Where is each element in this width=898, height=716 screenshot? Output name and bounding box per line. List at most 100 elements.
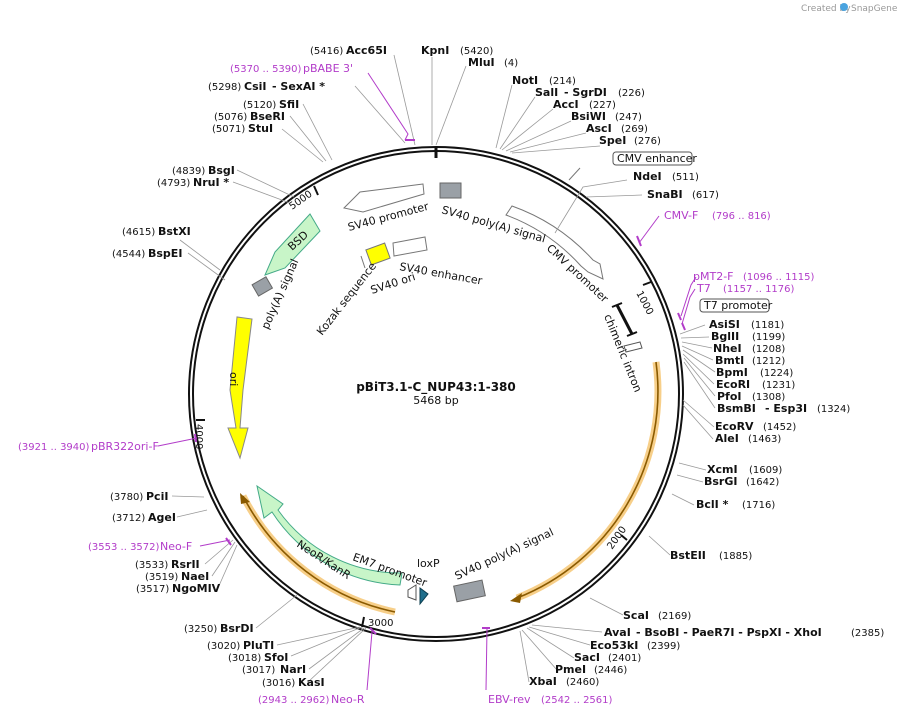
enzyme-pcii-pos: (3780) [110,492,143,503]
loxp-marker [419,587,429,606]
orf-arc-left [242,495,396,613]
ori-arrow [227,316,253,460]
enzyme-bsiwi: BsiWI [571,110,606,123]
enzyme-naei-pos: (3519) [145,572,178,583]
enzyme-alei-pos: (1463) [748,434,781,445]
primer-neo-f: Neo-F [160,540,192,553]
enzyme-agei-pos: (3712) [112,513,145,524]
enzyme-asci-pos: (269) [621,124,648,135]
enzyme-nhei: NheI [713,342,742,355]
primer-pbr322ori-f-range: (3921 .. 3940) [18,442,90,453]
primer-t7: T7 [696,282,711,295]
enzyme-xcmi: XcmI [707,463,738,476]
tick-3000: 3000 [368,618,393,629]
enzyme-snabi: SnaBI [647,188,683,201]
enzyme-snabi-pos: (617) [692,190,719,201]
enzyme-stui-pos: (5071) [212,124,245,135]
primer-pmt2-f-range: (1096 .. 1115) [743,272,815,283]
enzyme-avai-extra: - BsoBI - PaeR7I - PspXI - XhoI [636,626,822,639]
enzyme-eco53ki-pos: (2399) [647,641,680,652]
enzyme-kpni-pos: (5420) [460,46,493,57]
enzyme-labels: KpnI (5420) Acc65I (5416) MluI (4) NotI … [110,44,884,689]
t7-promoter-arrow [623,341,643,353]
orf-arc-right [516,361,659,599]
neor-kanr-arrow [256,484,403,586]
enzyme-pluti-pos: (3020) [207,641,240,652]
enzyme-saci: SacI [574,651,600,664]
tick-mark-3000 [361,616,365,628]
enzyme-sfii-pos: (5120) [243,100,276,111]
backbone [188,146,684,642]
em7-promoter-arrow [407,584,417,601]
enzyme-bstxi-pos: (4615) [122,227,155,238]
primer-neo-r-range: (2943 .. 2962) [258,695,330,706]
primer-ebv-rev: EBV-rev [488,693,531,706]
enzyme-bsteii: BstEII [670,549,706,562]
primer-labels: pBABE 3' (5370 .. 5390) CMV-F (796 .. 81… [18,62,815,706]
primer-t7-range: (1157 .. 1176) [723,284,795,295]
enzyme-pmei: PmeI [555,663,586,676]
enzyme-bsrdi: BsrDI [220,622,254,635]
enzyme-bpmi-pos: (1224) [760,368,793,379]
enzyme-bseri-pos: (5076) [214,112,247,123]
enzyme-csii: CsiI [244,80,266,93]
sv40-polya-box-top [439,182,462,199]
enzyme-pcii: PciI [146,490,168,503]
enzyme-pfoi: PfoI [717,390,742,403]
enzyme-ecorv-pos: (1452) [763,422,796,433]
label-ori: ori [227,372,240,386]
enzyme-kasi: KasI [298,676,325,689]
enzyme-bmti-pos: (1212) [752,356,785,367]
enzyme-sali-pos: (226) [618,88,645,99]
brand-created-by: Created by [801,4,851,14]
tick-mark-5000 [313,185,319,196]
enzyme-saci-pos: (2401) [608,653,641,664]
enzyme-xbai: XbaI [529,675,557,688]
enzyme-bstxi: BstXI [158,225,191,238]
enzyme-mlui: MluI [468,56,495,69]
primer-pbr322ori-f: pBR322ori-F [91,440,159,453]
enzyme-nhei-pos: (1208) [752,344,785,355]
label-t7-promoter: T7 promoter [703,299,773,312]
enzyme-bpmi: BpmI [716,366,748,379]
tick-mark-1000 [642,281,652,286]
label-loxp: loxP [417,557,440,570]
enzyme-ecorv: EcoRV [715,420,754,433]
enzyme-bsgi-pos: (4839) [172,166,205,177]
enzyme-mlui-pos: (4) [504,58,518,69]
enzyme-sali: SalI [535,86,558,99]
enzyme-noti: NotI [512,74,538,87]
enzyme-bsgi: BsgI [208,164,235,177]
enzyme-acc65i-pos: (5416) [310,46,343,57]
orf-arrow-right-icon [510,593,522,603]
boxed-labels: CMV enhancer T7 promoter [568,151,773,313]
enzyme-eco53ki: Eco53kI [590,639,638,652]
orf-arcs [239,361,662,616]
label-sv40-polya-bottom: SV40 poly(A) signal [453,526,556,583]
t7-promoter-box [699,298,770,313]
enzyme-sfoi: SfoI [264,651,288,664]
enzyme-ndei: NdeI [633,170,662,183]
enzyme-bsmbi-pos: (1324) [817,404,850,415]
enzyme-spei: SpeI [599,134,626,147]
enzyme-bsmbi-extra: - Esp3I [765,402,807,415]
enzyme-bsrgi-pos: (1642) [746,477,779,488]
enzyme-scai-pos: (2169) [658,611,691,622]
label-chimeric-intron: chimeric intron [601,312,644,394]
enzyme-bglii-pos: (1199) [752,332,785,343]
enzyme-acci-pos: (227) [589,100,616,111]
enzyme-nrui: NruI * [193,176,229,189]
brand-name: SnapGene [851,4,898,14]
enzyme-bcli-pos: (1716) [742,500,775,511]
enzyme-asci: AscI [586,122,612,135]
enzyme-bsteii-pos: (1885) [719,551,752,562]
enzyme-ngomiv-pos: (3517) [136,584,169,595]
primer-pbabe3: pBABE 3' [303,62,353,75]
enzyme-bsmbi: BsmBI [717,402,756,415]
sv40-ori-box [365,242,391,266]
enzyme-pfoi-pos: (1308) [752,392,785,403]
cmv-enhancer-box [612,151,693,166]
enzyme-nari: NarI [280,663,306,676]
primer-cmv-f: CMV-F [664,209,698,222]
enzyme-bspei: BspEI [148,247,182,260]
